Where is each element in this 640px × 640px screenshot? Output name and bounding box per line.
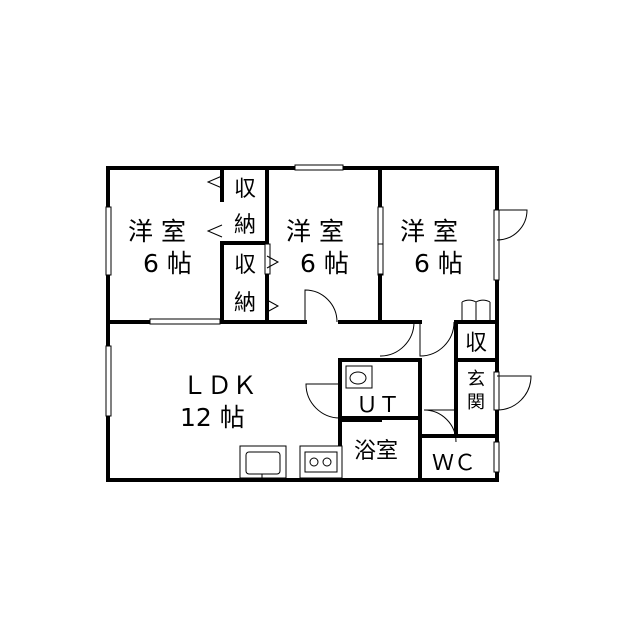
- western-room-1-name: 洋 室: [128, 217, 186, 246]
- western-room-3-size: 6 帖: [414, 249, 463, 278]
- ldk-name: ＬＤＫ: [182, 371, 257, 400]
- closet-1-top: 収: [234, 177, 256, 202]
- western-room-2-size: 6 帖: [300, 249, 349, 278]
- entrance-bottom: 関: [467, 392, 485, 413]
- western-room-2-name: 洋 室: [286, 217, 344, 246]
- ldk-size: 12 帖: [180, 403, 245, 432]
- western-room-3-name: 洋 室: [400, 217, 458, 246]
- doors: [206, 175, 532, 443]
- closet-2-top: 収: [234, 253, 256, 278]
- closet-3-label: 収: [465, 331, 487, 356]
- closet-2-bottom: 納: [234, 291, 256, 316]
- bath-label: 浴室: [354, 439, 398, 464]
- utility-label: ＵＴ: [356, 393, 400, 418]
- entrance-top: 玄: [467, 369, 485, 390]
- western-room-1-size: 6 帖: [143, 249, 192, 278]
- kitchen-counter: [239, 445, 343, 479]
- windows: [105, 164, 500, 473]
- closet-1-bottom: 納: [234, 213, 256, 238]
- wc-label: ＷＣ: [432, 451, 476, 476]
- washbasin: [345, 365, 373, 389]
